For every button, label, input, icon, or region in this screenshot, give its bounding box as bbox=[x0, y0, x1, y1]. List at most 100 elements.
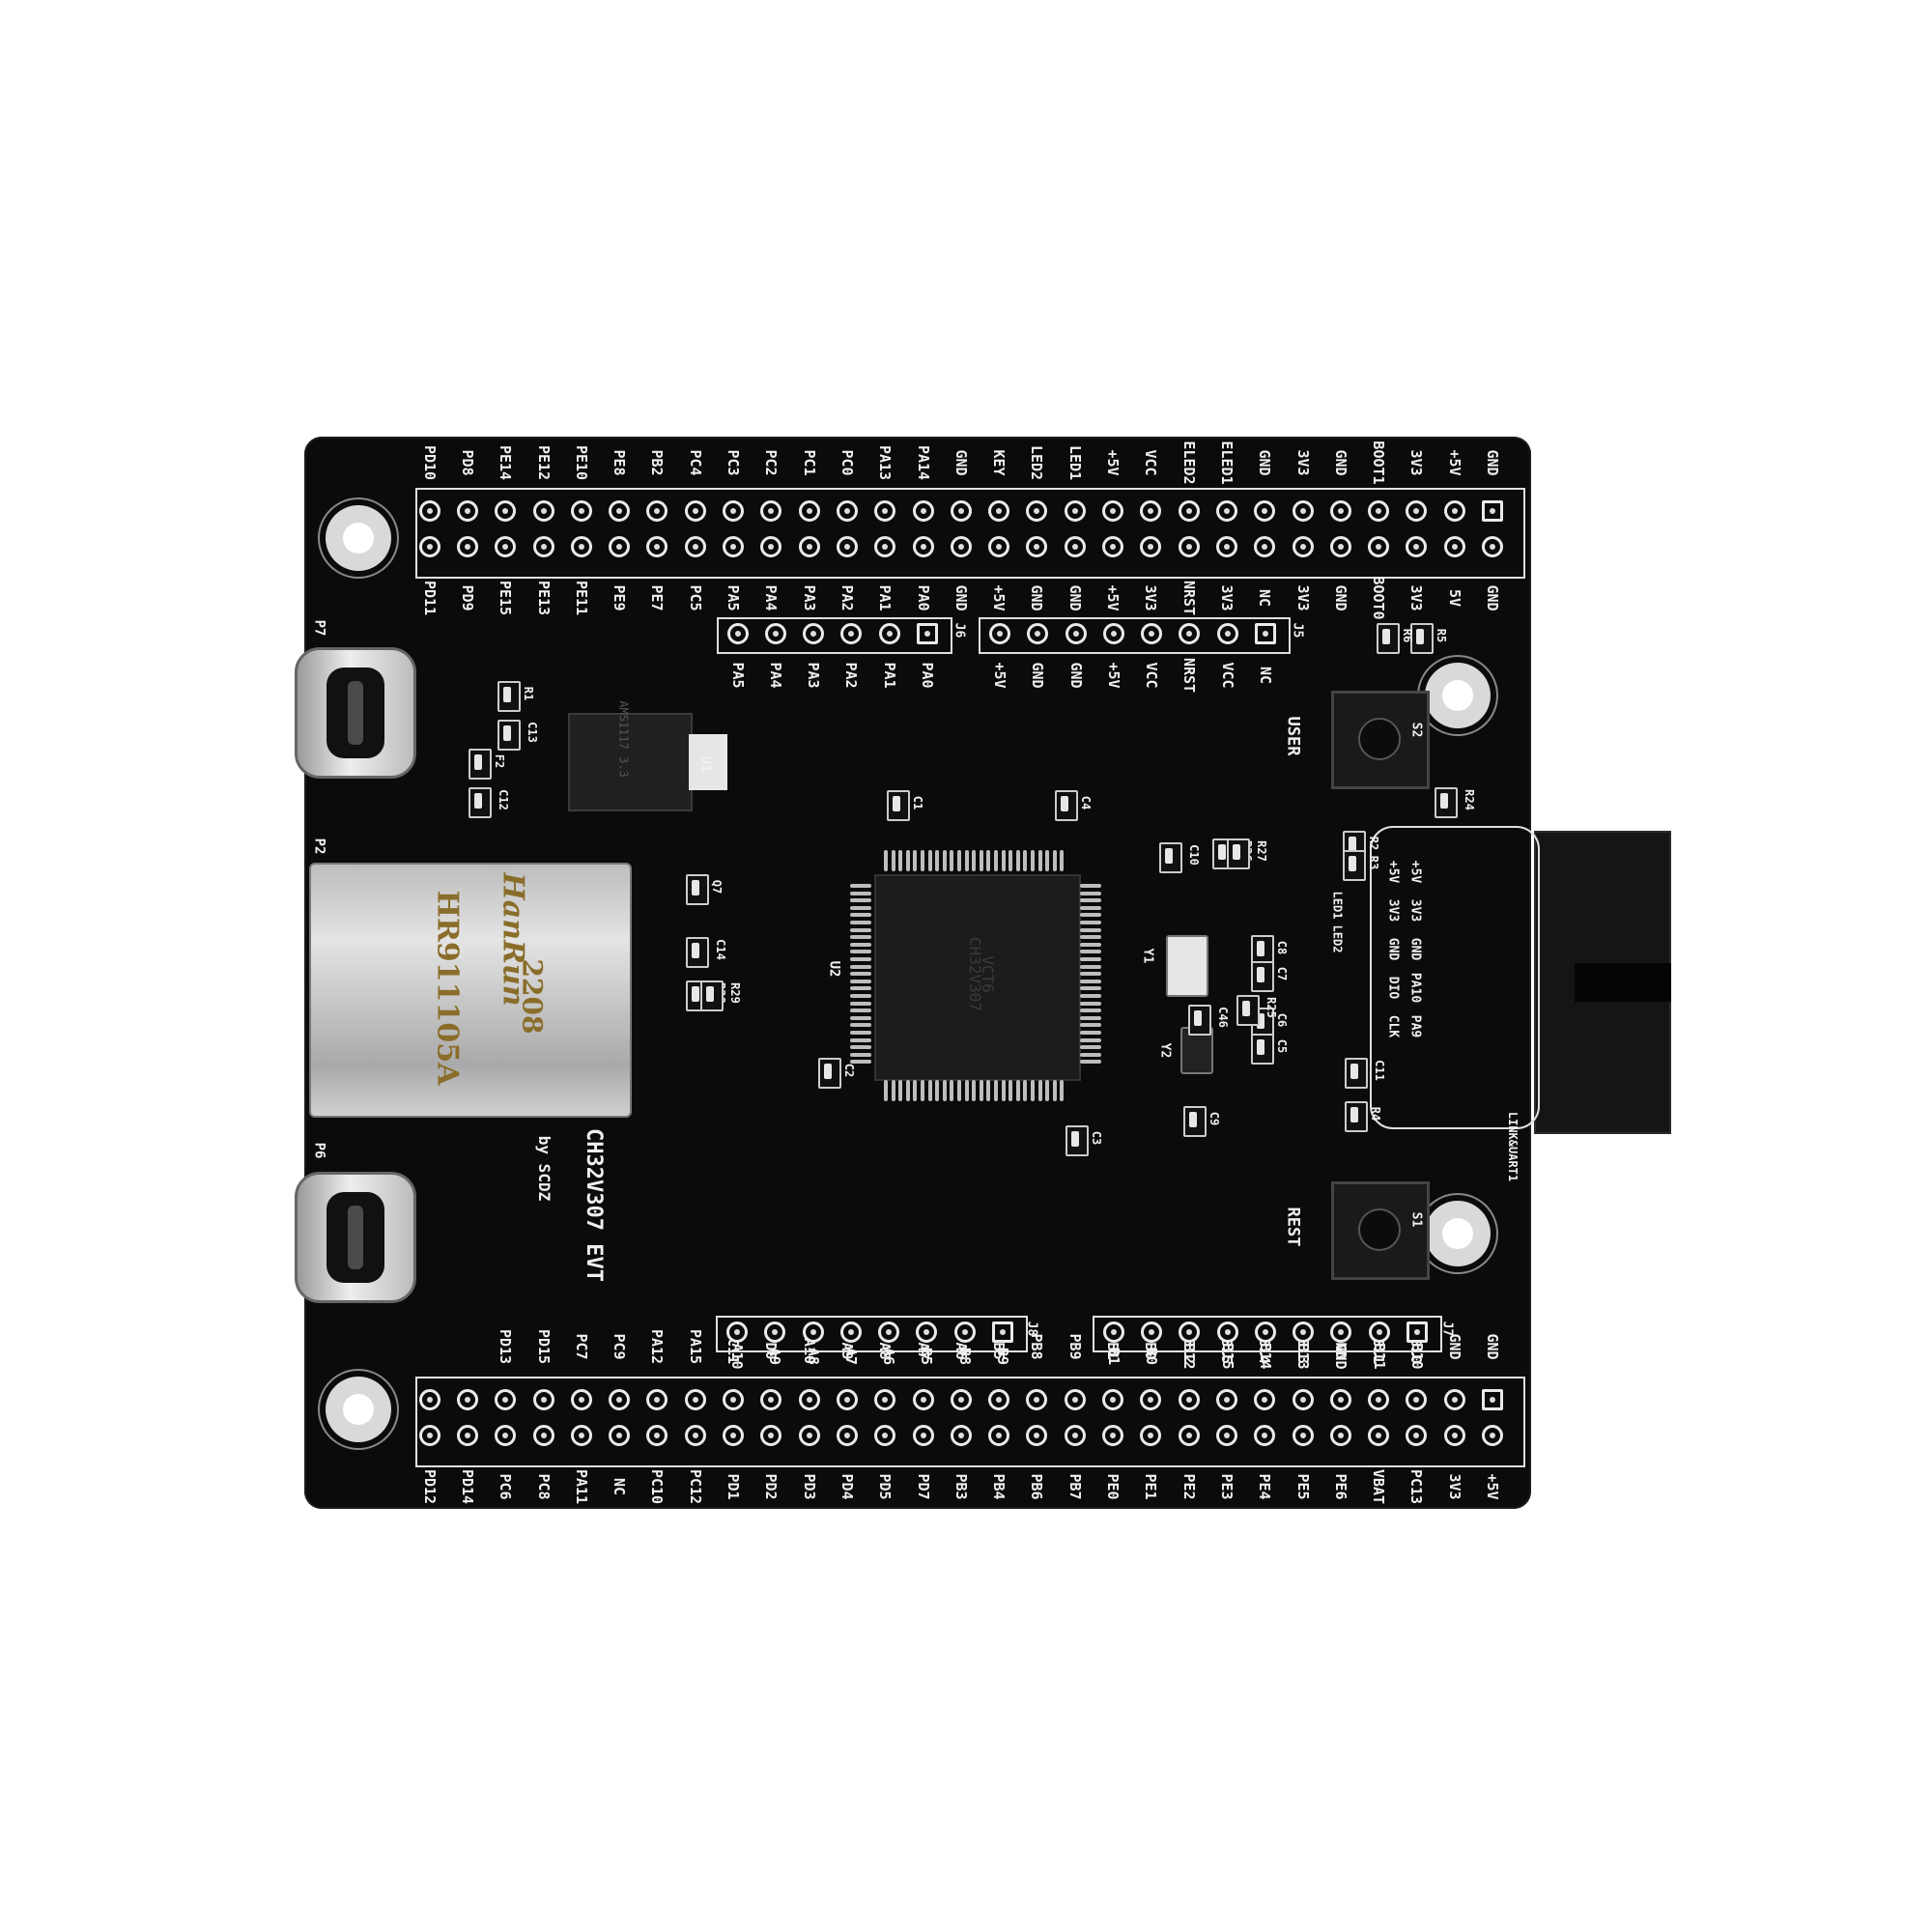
j8-pad[interactable] bbox=[953, 1321, 976, 1343]
j5-pad[interactable] bbox=[1179, 623, 1201, 644]
j8-pad[interactable] bbox=[764, 1321, 786, 1343]
header-pad[interactable] bbox=[1443, 1389, 1465, 1410]
header-pad[interactable] bbox=[760, 1425, 782, 1446]
header-pad[interactable] bbox=[1329, 1389, 1351, 1410]
j8-pad[interactable] bbox=[992, 1321, 1013, 1343]
j8-pad[interactable] bbox=[802, 1321, 824, 1343]
j6-pad[interactable] bbox=[840, 623, 863, 644]
header-pad[interactable] bbox=[570, 1389, 592, 1410]
header-pad[interactable] bbox=[1406, 500, 1428, 522]
j7-pad[interactable] bbox=[1254, 1321, 1276, 1343]
header-pad[interactable] bbox=[1140, 1389, 1162, 1410]
header-pad[interactable] bbox=[912, 500, 934, 522]
header-pad[interactable] bbox=[532, 1425, 554, 1446]
header-pad[interactable] bbox=[1178, 1389, 1200, 1410]
j7-pad[interactable] bbox=[1216, 1321, 1238, 1343]
j7-pad[interactable] bbox=[1102, 1321, 1124, 1343]
header-pad[interactable] bbox=[1178, 500, 1200, 522]
header-pad[interactable] bbox=[988, 1389, 1010, 1410]
header-pad[interactable] bbox=[1215, 1425, 1237, 1446]
header-pad[interactable] bbox=[684, 500, 706, 522]
j5-pad[interactable] bbox=[1141, 623, 1163, 644]
header-pad[interactable] bbox=[1178, 536, 1200, 557]
header-pad[interactable] bbox=[1026, 500, 1048, 522]
rj45-ethernet-jack[interactable]: HanRun HR911105A 2208 bbox=[309, 863, 632, 1118]
header-pad[interactable] bbox=[723, 536, 744, 557]
j7-pad[interactable] bbox=[1330, 1321, 1352, 1343]
header-pad[interactable] bbox=[532, 500, 554, 522]
header-pad[interactable] bbox=[646, 1389, 668, 1410]
header-pad[interactable] bbox=[1215, 536, 1237, 557]
header-pad[interactable] bbox=[1026, 1389, 1048, 1410]
header-pad[interactable] bbox=[456, 536, 478, 557]
header-pad[interactable] bbox=[1368, 1425, 1390, 1446]
header-pad[interactable] bbox=[1026, 1425, 1048, 1446]
header-pad[interactable] bbox=[1215, 1389, 1237, 1410]
header-pad[interactable] bbox=[1064, 1425, 1086, 1446]
header-pad[interactable] bbox=[798, 500, 820, 522]
header-pad[interactable] bbox=[836, 1425, 858, 1446]
header-pad[interactable] bbox=[1140, 536, 1162, 557]
j7-pad[interactable] bbox=[1368, 1321, 1390, 1343]
j5-pad[interactable] bbox=[1216, 623, 1238, 644]
header-pad[interactable] bbox=[950, 536, 972, 557]
j8-pad[interactable] bbox=[878, 1321, 900, 1343]
reset-button[interactable] bbox=[1331, 1181, 1430, 1280]
header-pad[interactable] bbox=[1406, 1389, 1428, 1410]
usb-c-port-p7[interactable] bbox=[295, 647, 416, 779]
header-pad[interactable] bbox=[609, 536, 631, 557]
j5-pad[interactable] bbox=[988, 623, 1010, 644]
j8-pad[interactable] bbox=[725, 1321, 748, 1343]
header-pad[interactable] bbox=[988, 1425, 1010, 1446]
header-pad[interactable] bbox=[1406, 1425, 1428, 1446]
header-pad[interactable] bbox=[646, 536, 668, 557]
header-pad[interactable] bbox=[950, 500, 972, 522]
header-pad[interactable] bbox=[495, 500, 517, 522]
header-pad[interactable] bbox=[1102, 536, 1123, 557]
header-pad[interactable] bbox=[495, 1389, 517, 1410]
header-pad[interactable] bbox=[609, 1389, 631, 1410]
header-pad[interactable] bbox=[1443, 536, 1465, 557]
header-pad[interactable] bbox=[874, 1389, 896, 1410]
header-pad[interactable] bbox=[1443, 1425, 1465, 1446]
usb-c-port-p6[interactable] bbox=[295, 1172, 416, 1303]
j7-pad[interactable] bbox=[1140, 1321, 1162, 1343]
header-pad[interactable] bbox=[570, 500, 592, 522]
header-pad[interactable] bbox=[1254, 536, 1276, 557]
j8-pad[interactable] bbox=[916, 1321, 938, 1343]
header-pad[interactable] bbox=[1064, 500, 1086, 522]
header-pad[interactable] bbox=[1064, 1389, 1086, 1410]
header-pad[interactable] bbox=[1292, 536, 1314, 557]
link-uart-connector[interactable] bbox=[1534, 831, 1671, 1134]
header-pad[interactable] bbox=[1254, 1425, 1276, 1446]
header-pad[interactable] bbox=[760, 1389, 782, 1410]
header-pad[interactable] bbox=[912, 536, 934, 557]
header-pad[interactable] bbox=[798, 536, 820, 557]
header-pad[interactable] bbox=[760, 536, 782, 557]
header-pad[interactable] bbox=[1482, 536, 1503, 557]
header-pad[interactable] bbox=[532, 1389, 554, 1410]
j5-pad[interactable] bbox=[1255, 623, 1276, 644]
j6-pad[interactable] bbox=[803, 623, 825, 644]
j7-pad[interactable] bbox=[1293, 1321, 1315, 1343]
header-pad[interactable] bbox=[1215, 500, 1237, 522]
header-pad[interactable] bbox=[1254, 500, 1276, 522]
header-pad[interactable] bbox=[532, 536, 554, 557]
header-pad[interactable] bbox=[723, 500, 744, 522]
header-pad[interactable] bbox=[609, 500, 631, 522]
header-pad[interactable] bbox=[456, 1389, 478, 1410]
header-pad[interactable] bbox=[418, 1389, 440, 1410]
header-pad[interactable] bbox=[418, 536, 440, 557]
header-pad[interactable] bbox=[1102, 1425, 1123, 1446]
header-pad[interactable] bbox=[418, 1425, 440, 1446]
header-pad[interactable] bbox=[1292, 1425, 1314, 1446]
header-pad[interactable] bbox=[1482, 500, 1503, 522]
j7-pad[interactable] bbox=[1406, 1321, 1428, 1343]
header-pad[interactable] bbox=[684, 1389, 706, 1410]
header-pad[interactable] bbox=[495, 536, 517, 557]
header-pad[interactable] bbox=[1482, 1389, 1503, 1410]
header-pad[interactable] bbox=[1329, 1425, 1351, 1446]
j6-pad[interactable] bbox=[726, 623, 749, 644]
header-pad[interactable] bbox=[1102, 500, 1123, 522]
header-pad[interactable] bbox=[1064, 536, 1086, 557]
